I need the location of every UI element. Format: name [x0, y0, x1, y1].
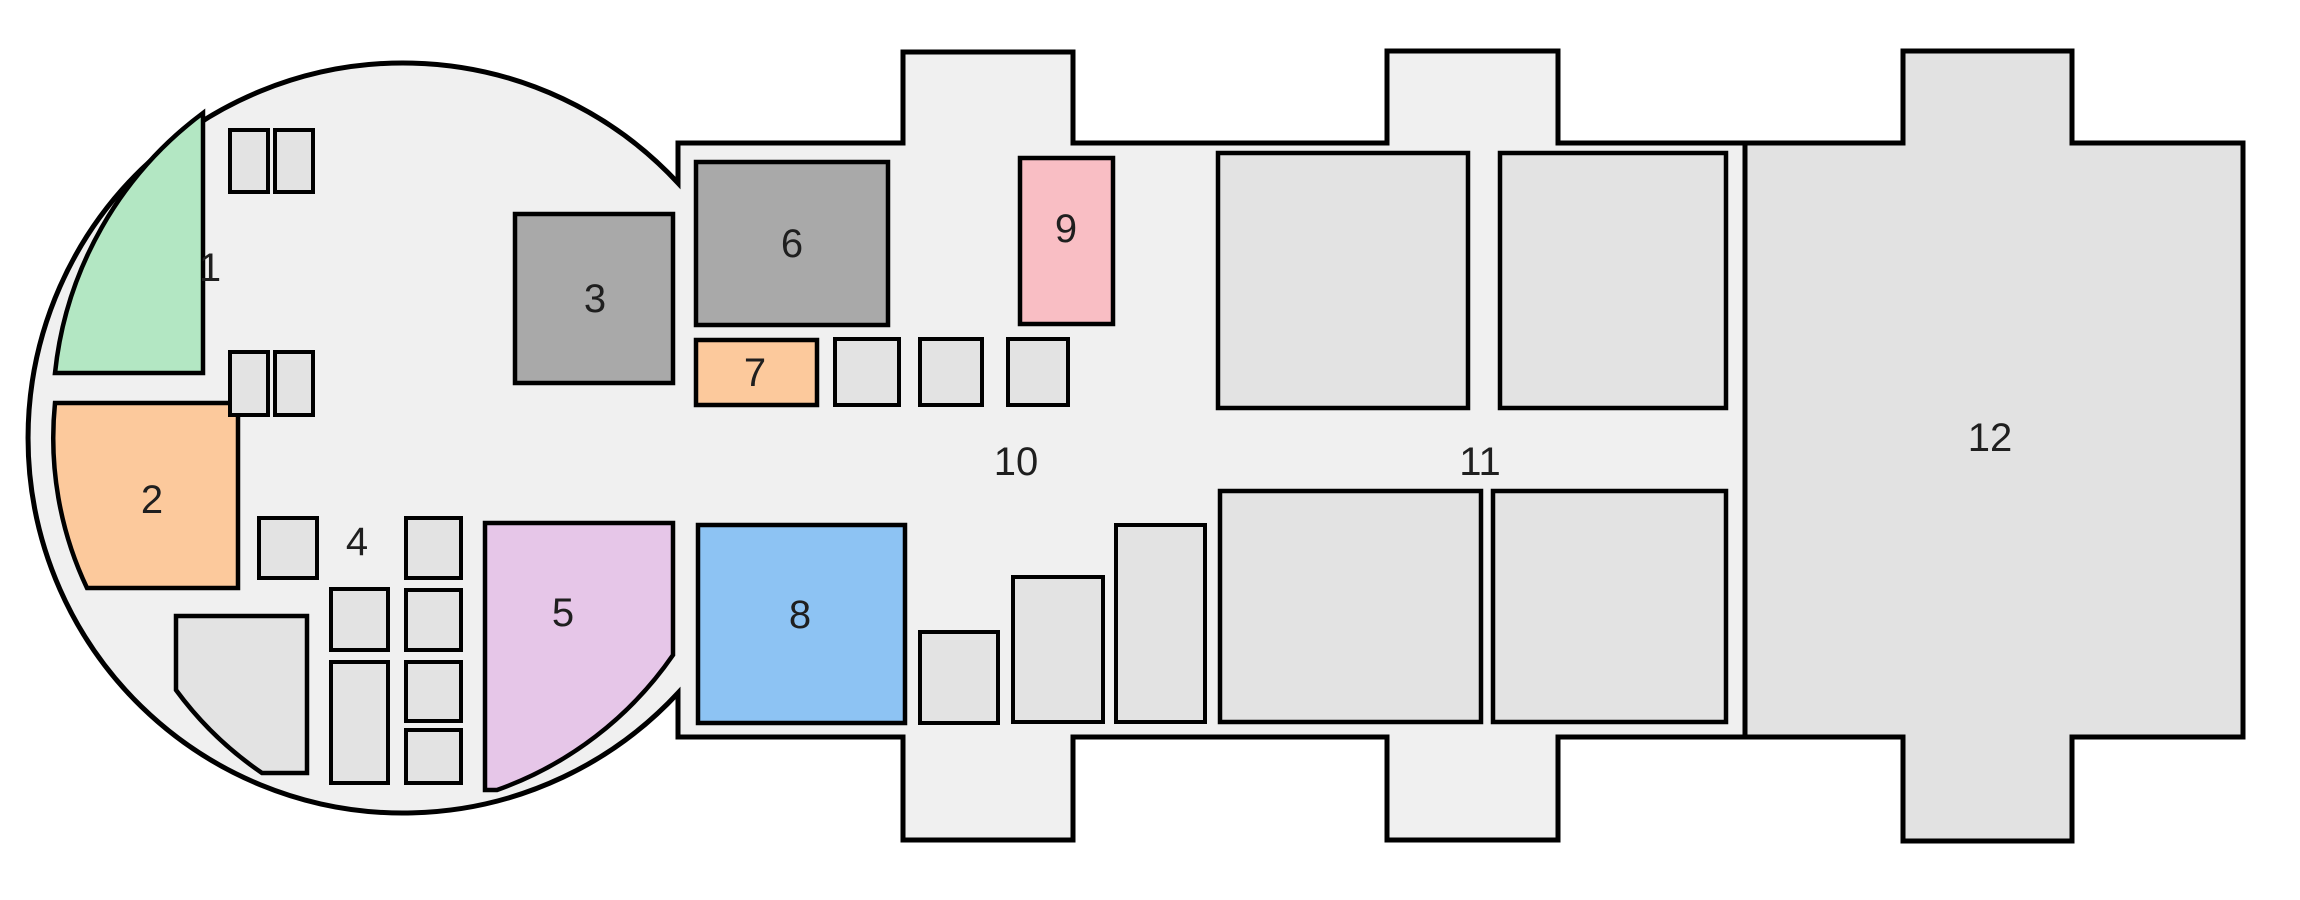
hold-upper-right	[1497, 150, 1729, 411]
room-3-label: 3	[584, 277, 606, 321]
room-4-label: 4	[346, 520, 368, 564]
room-6-shape	[693, 159, 891, 328]
corridor-bottom-rooms	[918, 523, 1207, 725]
room-10-label: 10	[994, 440, 1039, 484]
room-2-shape	[51, 400, 241, 591]
compartment	[404, 516, 463, 580]
cabin-square	[228, 128, 270, 194]
compartment	[918, 630, 1000, 725]
room-5-shape	[482, 520, 676, 793]
compartment	[404, 660, 463, 723]
room-5-label: 5	[552, 591, 574, 635]
compartment	[257, 516, 319, 580]
compartment	[404, 728, 463, 785]
room-3-shape	[512, 211, 676, 386]
room-8-shape	[695, 522, 908, 726]
compartment	[833, 337, 901, 407]
room-11-label: 11	[1459, 440, 1501, 484]
room-9: 9	[1017, 155, 1116, 327]
rotunda-storage-room	[173, 613, 310, 776]
room-5: 5	[482, 520, 676, 793]
compartment	[329, 660, 390, 785]
hold-lower-left	[1217, 488, 1484, 725]
hold-lower-right	[1490, 488, 1729, 725]
hold-upper-left	[1215, 150, 1471, 411]
compartment	[1006, 337, 1070, 407]
room-9-label: 9	[1055, 207, 1077, 251]
compartment	[1011, 575, 1105, 724]
room-8-label: 8	[789, 593, 811, 637]
room-2: 2	[51, 400, 241, 591]
room-3: 3	[512, 211, 676, 386]
compartment	[918, 337, 984, 407]
room-6-label: 6	[781, 222, 803, 266]
room-7-label: 7	[744, 351, 766, 395]
room-2-label: 2	[141, 478, 163, 522]
room-12-shape	[1742, 48, 2246, 844]
compartment	[329, 587, 390, 652]
cabin-square	[273, 128, 315, 194]
rotunda-cabin-squares	[228, 128, 315, 417]
room-8: 8	[695, 522, 908, 726]
cabin-square	[273, 350, 315, 417]
room-7: 7	[693, 337, 820, 408]
room-1: 1	[52, 108, 221, 376]
compartment	[404, 588, 463, 652]
room-12: 12	[1742, 48, 2246, 844]
room-12-label: 12	[1968, 416, 2013, 460]
room-1-shape	[52, 108, 206, 376]
room-4-cluster	[257, 516, 463, 785]
room-1-label: 1	[199, 246, 221, 290]
room-7-shape	[693, 337, 820, 408]
room-9-shape	[1017, 155, 1116, 327]
room-11-holds	[1215, 150, 1729, 725]
corridor-top-squares	[833, 337, 1070, 407]
compartment	[1114, 523, 1207, 724]
room-6: 6	[693, 159, 891, 328]
cabin-square	[228, 350, 270, 417]
